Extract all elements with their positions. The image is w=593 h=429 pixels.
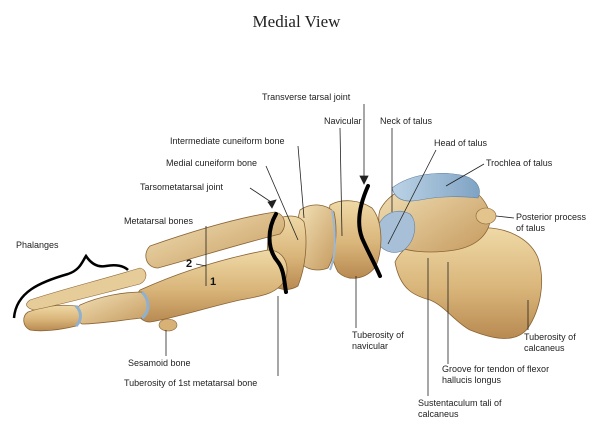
label-navicular: Navicular — [324, 116, 362, 127]
label-metatarsal-bones: Metatarsal bones — [124, 216, 193, 227]
label-phalanges: Phalanges — [16, 240, 59, 251]
label-neck-of-talus: Neck of talus — [380, 116, 432, 127]
label-posterior-process: Posterior process of talus — [516, 212, 592, 234]
label-intermediate-cuneiform: Intermediate cuneiform bone — [170, 136, 285, 147]
navicular-bone — [328, 201, 381, 279]
label-trochlea-of-talus: Trochlea of talus — [486, 158, 552, 169]
label-sustentaculum-tali: Sustentaculum tali of calcaneus — [418, 398, 502, 420]
posterior-process-shape — [476, 208, 496, 224]
label-head-of-talus: Head of talus — [434, 138, 487, 149]
sesamoid-bone-shape — [159, 319, 177, 331]
trochlea-cartilage — [392, 173, 479, 201]
label-groove-fhl: Groove for tendon of flexor hallucis lon… — [442, 364, 552, 386]
arrow-transverse-tarsal — [360, 176, 368, 184]
leader-posterior-process — [496, 216, 514, 218]
leader-intermediate-cuneiform — [298, 146, 304, 218]
label-tuberosity-navicular: Tuberosity of navicular — [352, 330, 408, 352]
diagram-title: Medial View — [0, 12, 593, 32]
leader-metatarsal-2 — [196, 264, 206, 266]
label-medial-cuneiform: Medial cuneiform bone — [166, 158, 257, 169]
label-metatarsal-1: 1 — [210, 276, 216, 288]
label-metatarsal-2: 2 — [186, 258, 192, 270]
label-sesamoid-bone: Sesamoid bone — [128, 358, 191, 369]
label-tarsometatarsal-joint: Tarsometatarsal joint — [140, 182, 223, 193]
label-transverse-tarsal-joint: Transverse tarsal joint — [262, 92, 350, 103]
label-tuberosity-1st-metatarsal: Tuberosity of 1st metatarsal bone — [124, 378, 257, 389]
label-tuberosity-calcaneus: Tuberosity of calcaneus — [524, 332, 590, 354]
